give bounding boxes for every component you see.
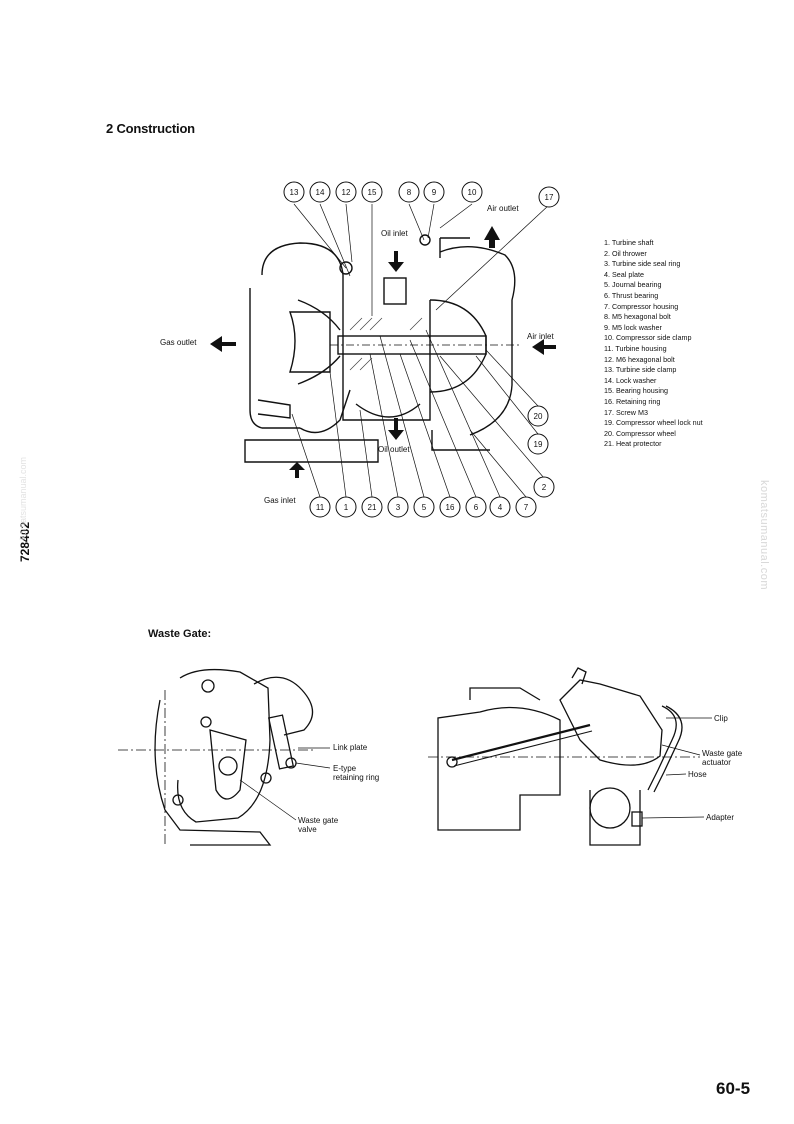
label-oil-inlet: Oil inlet [381, 229, 408, 238]
label-gas-inlet: Gas inlet [264, 496, 296, 505]
parts-list-item: 2. Oil thrower [604, 248, 647, 258]
callout-6: 6 [474, 503, 479, 512]
label-clip: Clip [714, 714, 728, 723]
gas-outlet-arrow [210, 336, 236, 352]
waste-gate-valve-arm [209, 729, 247, 800]
page-number: 60-5 [716, 1079, 751, 1098]
callout-20: 20 [534, 412, 543, 421]
callout-1: 1 [344, 503, 349, 512]
label-hose: Hose [688, 770, 707, 779]
callout-2: 2 [542, 483, 547, 492]
compressor-housing [439, 245, 516, 436]
callout-8: 8 [407, 188, 412, 197]
gas-inlet-arrow [289, 462, 305, 478]
callout-7: 7 [524, 503, 529, 512]
adapter [631, 811, 643, 827]
label-gas-outlet: Gas outlet [160, 338, 197, 347]
callout-15: 15 [368, 188, 377, 197]
turbine-clamp-bolt [339, 261, 353, 275]
callout-4: 4 [498, 503, 503, 512]
label-link-plate: Link plate [333, 743, 368, 752]
gas-inlet-flange [244, 439, 379, 463]
callout-16: 16 [446, 503, 455, 512]
callout-21: 21 [368, 503, 377, 512]
label-waste-gate: Waste gate [702, 749, 743, 758]
label-valve: valve [298, 825, 317, 834]
callout-14: 14 [316, 188, 325, 197]
parts-list-item: 17. Screw M3 [604, 407, 648, 417]
actuator-rod [451, 723, 591, 762]
callout-17: 17 [545, 193, 554, 202]
label-air-inlet: Air inlet [527, 332, 554, 341]
section-title: 2 Construction [106, 121, 195, 136]
parts-list: 1. Turbine shaft 2. Oil thrower 3. Turbi… [604, 238, 703, 450]
parts-list-item: 1. Turbine shaft [604, 238, 654, 247]
waste-gate-front-view [118, 668, 315, 846]
air-inlet-arrow [532, 339, 556, 355]
oil-inlet-port [383, 277, 407, 305]
label-retaining-ring: retaining ring [333, 773, 379, 782]
parts-list-item: 20. Compressor wheel [604, 428, 676, 438]
air-outlet-arrow [484, 226, 500, 248]
waste-gate-title: Waste Gate: [148, 628, 212, 640]
parts-list-item: 13. Turbine side clamp [604, 365, 677, 375]
callout-3: 3 [396, 503, 401, 512]
label-waste-gate-valve: Waste gate [298, 816, 339, 825]
label-oil-outlet: Oil outlet [378, 445, 410, 454]
compressor-clamp-bolt [419, 234, 431, 246]
label-air-outlet: Air outlet [487, 204, 519, 213]
callout-5: 5 [422, 503, 427, 512]
parts-list-item: 19. Compressor wheel lock nut [604, 418, 703, 428]
parts-list-item: 10. Compressor side clamp [604, 333, 692, 343]
parts-list-item: 16. Retaining ring [604, 396, 661, 406]
parts-list-item: 12. M6 hexagonal bolt [604, 354, 675, 364]
parts-list-item: 21. Heat protector [604, 439, 662, 449]
actuator-hose [647, 705, 677, 791]
parts-list-item: 3. Turbine side seal ring [604, 259, 681, 269]
turbine-wheel [289, 311, 331, 373]
parts-list-item: 11. Turbine housing [604, 343, 667, 353]
link-plate [267, 714, 295, 770]
label-adapter: Adapter [706, 813, 734, 822]
parts-list-item: 8. M5 hexagonal bolt [604, 312, 671, 322]
waste-gate-valve [218, 756, 238, 776]
waste-gate-actuator [559, 679, 663, 766]
callout-19: 19 [534, 440, 543, 449]
parts-list-item: 9. M5 lock washer [604, 322, 662, 332]
turbine-housing-body [249, 288, 300, 429]
label-e-type: E-type [333, 764, 357, 773]
parts-list-item: 14. Lock washer [604, 375, 657, 385]
parts-list-item: 15. Bearing housing [604, 386, 668, 396]
bearing-housing [342, 300, 431, 421]
compressor-wheel [429, 299, 487, 393]
oil-inlet-arrow [388, 251, 404, 272]
flow-arrows [210, 226, 556, 478]
oil-outlet-arrow [388, 418, 404, 440]
callout-10: 10 [468, 188, 477, 197]
parts-list-item: 5. Journal bearing [604, 280, 662, 290]
callout-9: 9 [432, 188, 437, 197]
callout-13: 13 [290, 188, 299, 197]
callout-11: 11 [316, 503, 325, 512]
parts-list-item: 6. Thrust bearing [604, 290, 659, 300]
parts-list-item: 7. Compressor housing [604, 301, 679, 311]
waste-gate-side-view [428, 667, 700, 846]
callout-12: 12 [342, 188, 351, 197]
label-actuator: actuator [702, 758, 731, 767]
adapter-housing [589, 787, 631, 829]
parts-list-item: 4. Seal plate [604, 269, 644, 279]
